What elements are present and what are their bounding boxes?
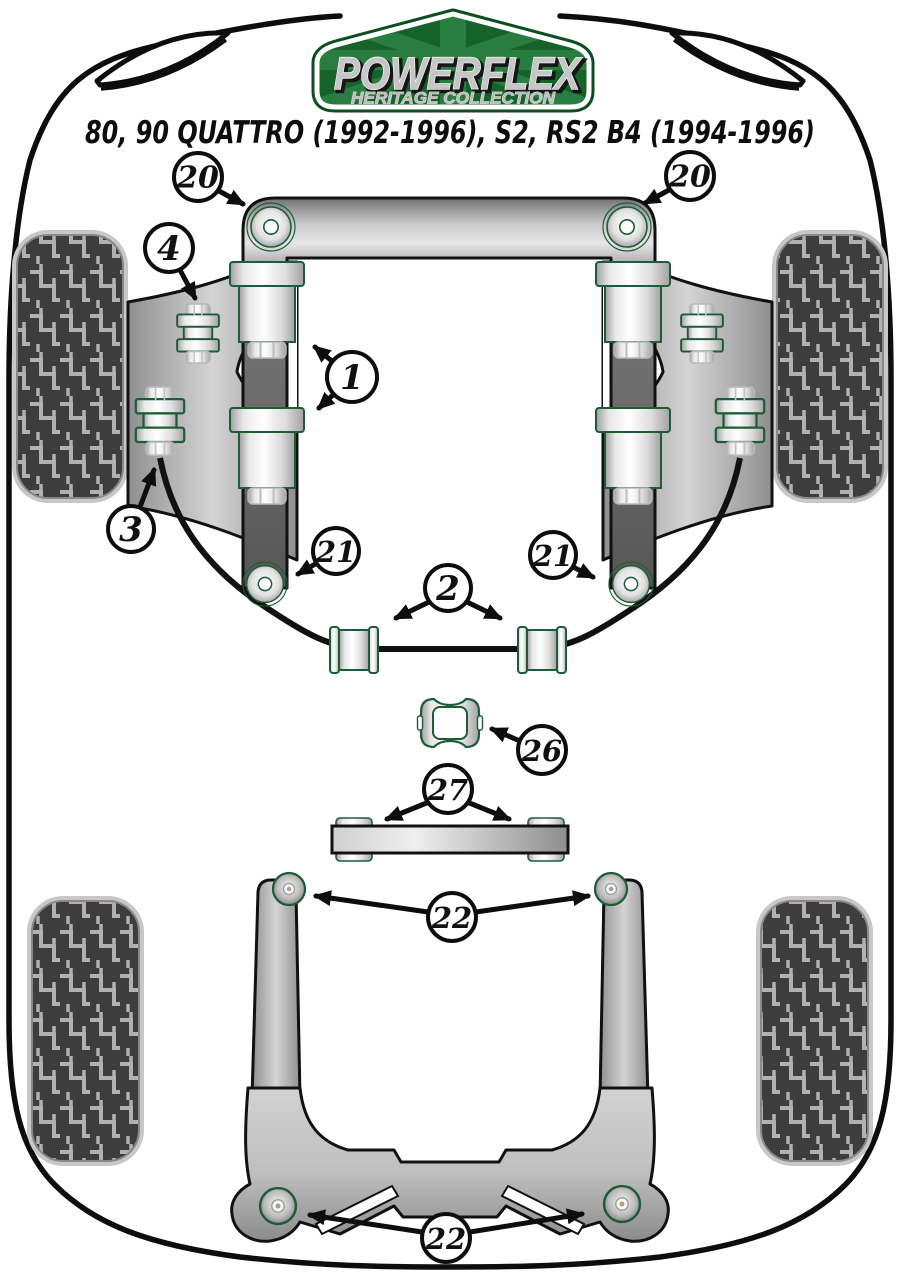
anti-roll-bar: [157, 457, 743, 652]
callout-27[interactable]: 27: [384, 763, 512, 822]
logo-collection-text: HERITAGE COLLECTION: [351, 89, 556, 108]
rear-rail-right: [598, 878, 650, 1100]
anti-roll-bar-bushing-right: [517, 626, 567, 674]
rear-mount-bushing-bottom-right: [602, 1184, 642, 1224]
front-right-tire: [772, 230, 888, 503]
right-headlight: [669, 30, 806, 88]
left-headlight: [94, 30, 231, 88]
front-subframe-bottom-bushing-right: [608, 561, 654, 607]
callout-20-right[interactable]: 20: [642, 150, 716, 206]
rear-subframe: [230, 871, 670, 1243]
rear-rail-left: [250, 878, 302, 1100]
rear-left-tire: [27, 896, 144, 1166]
diagram-title: 80, 90 QUATTRO (1992-1996), S2, RS2 B4 (…: [85, 115, 815, 151]
callout-label: 27: [427, 773, 468, 807]
front-subframe: [241, 196, 657, 590]
callout-label: 4: [157, 229, 181, 269]
logo-plaque-white-border: [314, 11, 592, 110]
logo-brand-shadow: POWERFLEX: [337, 51, 586, 102]
callout-label: 26: [521, 734, 562, 768]
callout-21-left[interactable]: 21: [295, 526, 361, 577]
rear-crossmember-slot-right: [500, 1184, 586, 1236]
rear-mount-bushing-top-left: [271, 871, 307, 907]
gear-linkage-bushing-26: [416, 697, 484, 749]
rear-mount-bushing-top-right: [593, 871, 629, 907]
rear-crossmember: [230, 1086, 670, 1243]
callout-label: 3: [119, 510, 143, 550]
callout-2[interactable]: 2: [393, 563, 503, 621]
callout-label: 21: [315, 535, 356, 569]
callout-26[interactable]: 26: [489, 724, 568, 776]
callout-label: 21: [532, 539, 573, 573]
callout-21-right[interactable]: 21: [528, 530, 596, 580]
tires: [12, 230, 888, 1166]
callout-20-left[interactable]: 20: [172, 151, 246, 207]
callout-label: 20: [668, 160, 711, 195]
powerflex-logo: POWERFLEX POWERFLEX HERITAGE COLLECTION: [311, 8, 595, 113]
callout-4[interactable]: 4: [143, 222, 198, 301]
car-body-outline: [6, 13, 894, 1270]
callout-label: 2: [435, 569, 460, 609]
callouts: 20 20 4 1 3 21: [106, 150, 716, 1264]
logo-brand-text: POWERFLEX: [334, 48, 583, 99]
front-subframe-bottom-bushing-left: [242, 561, 288, 607]
right-headlight-lower-line: [672, 38, 800, 91]
front-left-tire: [12, 230, 128, 503]
callout-label: 22: [431, 901, 472, 935]
callout-label: 22: [425, 1222, 466, 1256]
callout-label: 1: [340, 358, 364, 398]
rear-mount-bushing-bottom-left: [258, 1186, 298, 1226]
callout-1[interactable]: 1: [312, 344, 379, 411]
mount-plate-27: [330, 817, 570, 862]
rear-right-tire: [756, 896, 873, 1166]
front-subframe-top-bushing-left: [246, 202, 296, 252]
anti-roll-bar-bushing-left: [329, 626, 379, 674]
rear-crossmember-slot-left: [314, 1184, 400, 1236]
callout-22-bottom[interactable]: 22: [307, 1208, 585, 1264]
callout-3[interactable]: 3: [106, 467, 157, 554]
left-headlight-lower-line: [100, 38, 228, 91]
callout-label: 20: [176, 161, 219, 196]
front-control-arms: [126, 260, 774, 562]
front-subframe-top-bushing-right: [602, 202, 652, 252]
callout-22-top[interactable]: 22: [313, 890, 591, 943]
